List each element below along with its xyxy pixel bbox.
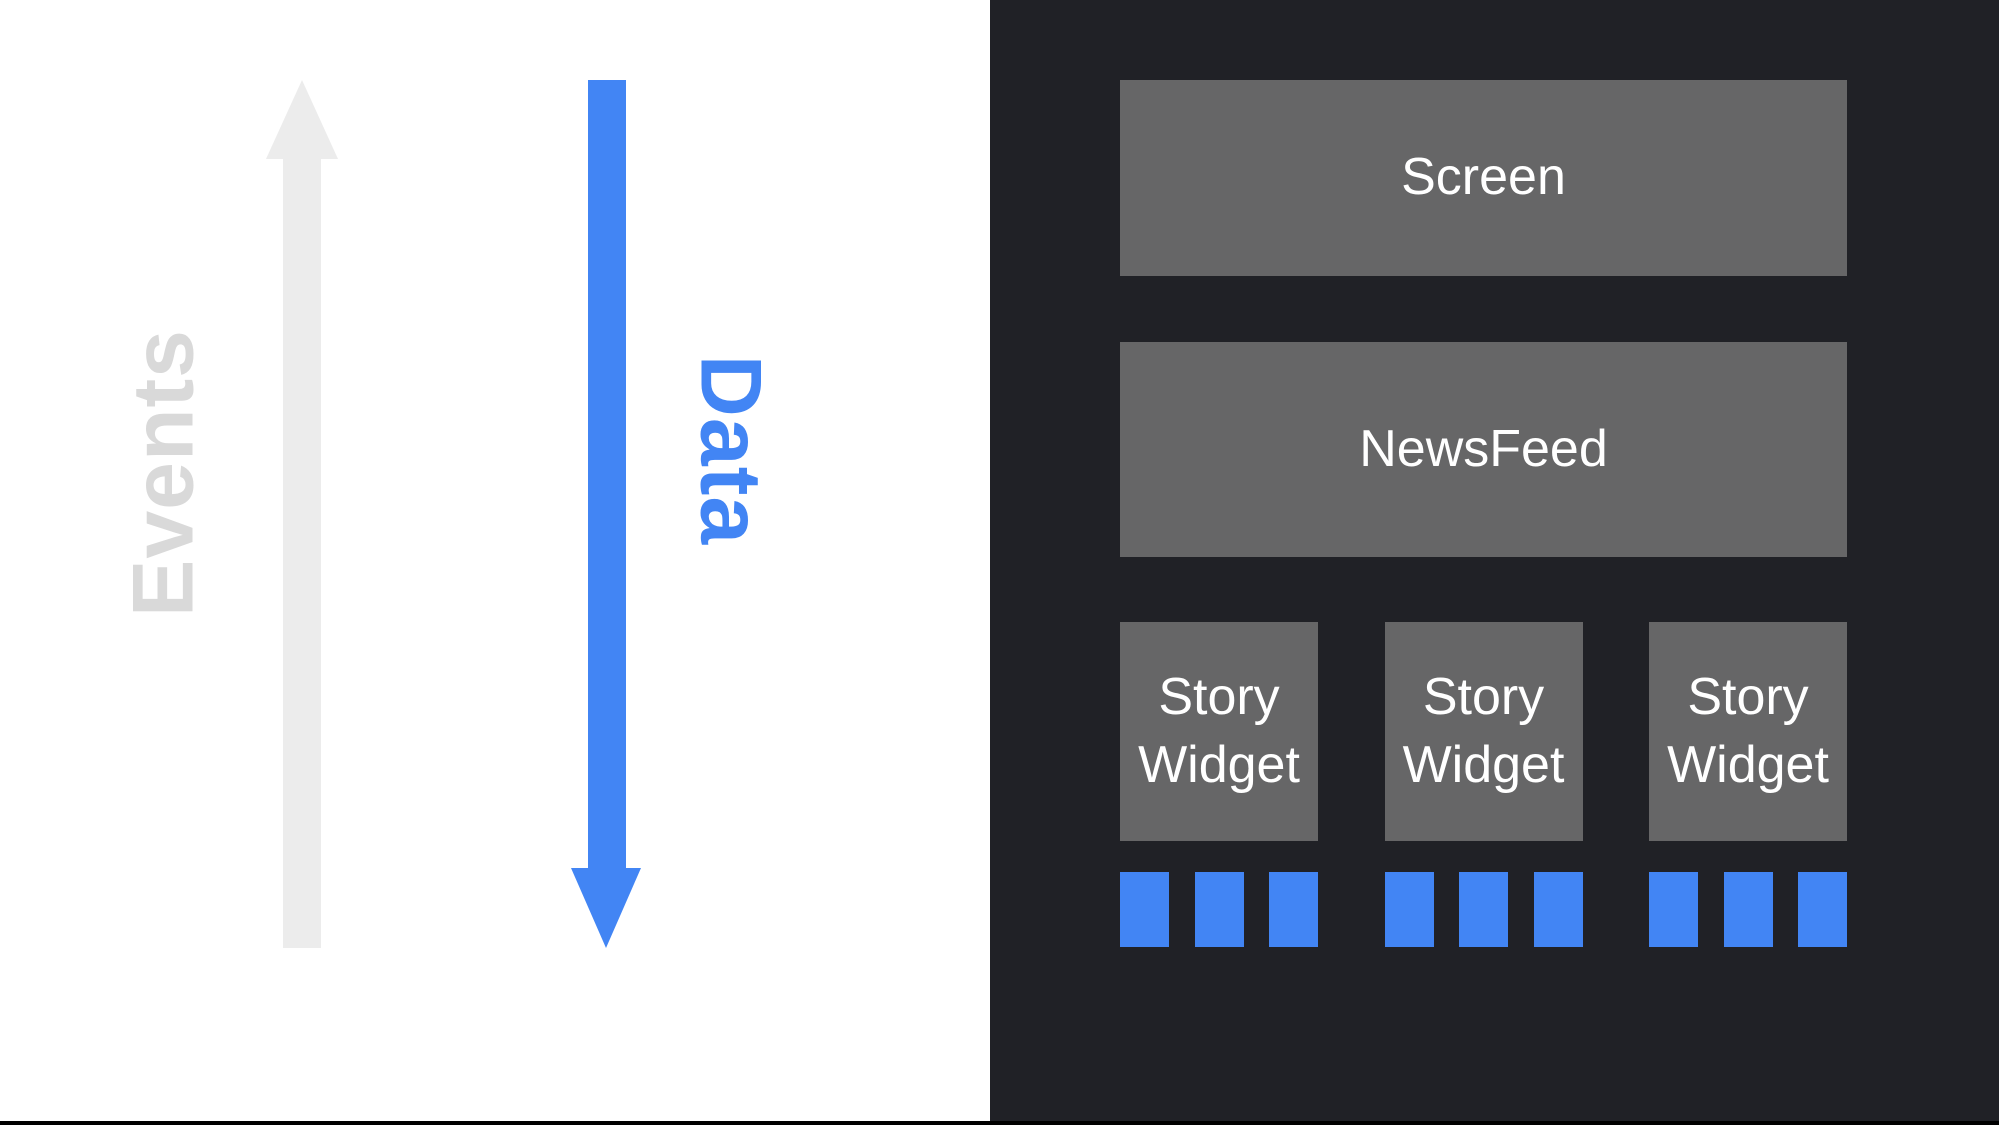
story-item-block [1459,872,1508,947]
newsfeed-box-label: NewsFeed [1359,419,1608,478]
data-arrow-shaft [588,80,626,870]
data-label: Data [682,354,779,546]
story-item-block [1384,872,1434,947]
story-widget-row: Story Widget Story Widget Story Widget [1120,622,1847,841]
widget-tree-panel: Screen NewsFeed Story Widget Story Widge… [990,0,1999,1125]
story-widget-label: Story Widget [1402,667,1565,794]
story-item-block [1194,872,1244,947]
screen-box: Screen [1120,80,1847,276]
screen-box-label: Screen [1401,148,1566,207]
story-item-block [1269,872,1318,947]
events-label: Events [115,328,212,618]
events-arrow-up-icon [266,80,338,159]
story-widget-label: Story Widget [1667,667,1829,794]
data-arrow-down-icon [571,868,641,948]
events-arrow-shaft [283,156,321,948]
bottom-edge-bar [0,1121,1999,1125]
story-item-group [1120,872,1318,947]
story-item-block [1649,872,1698,947]
story-widget-box: Story Widget [1384,622,1583,841]
story-item-block [1798,872,1847,947]
story-items-row [1120,872,1847,947]
story-item-group [1649,872,1847,947]
newsfeed-box: NewsFeed [1120,342,1847,557]
story-item-block [1533,872,1583,947]
story-item-block [1120,872,1169,947]
story-widget-box: Story Widget [1649,622,1847,841]
story-widget-label: Story Widget [1138,667,1300,794]
story-item-block [1723,872,1773,947]
story-item-group [1384,872,1583,947]
story-widget-box: Story Widget [1120,622,1318,841]
